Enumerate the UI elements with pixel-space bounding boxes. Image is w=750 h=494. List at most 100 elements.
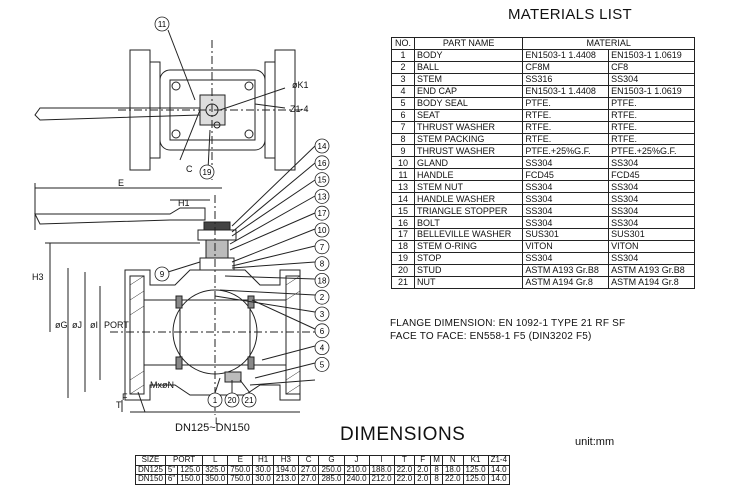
materials-cell-name: STEM PACKING	[413, 132, 524, 146]
materials-cell-name: GLAND	[413, 156, 524, 170]
materials-cell-material-1: SS316	[522, 72, 610, 86]
materials-cell-material-2: SS304	[608, 251, 695, 265]
dimension-label-c: C	[186, 164, 193, 174]
materials-cell-material-1: PTFE.+25%G.F.	[522, 144, 610, 158]
dimensions-cell: 8	[430, 464, 443, 475]
materials-cell-no: 14	[391, 192, 415, 206]
materials-cell-no: 17	[391, 228, 415, 241]
materials-cell-material-2: SUS301	[608, 228, 695, 241]
materials-cell-material-2: RTFE.	[608, 132, 695, 146]
dimensions-cell: 750.0	[227, 464, 254, 475]
materials-cell-name: THRUST WASHER	[413, 144, 524, 158]
dimensions-cell: 22.0	[393, 474, 416, 485]
dimensions-header-cell: M	[430, 455, 443, 466]
header-material: MATERIAL	[522, 37, 695, 50]
materials-cell-material-2: SS304	[608, 204, 695, 218]
balloon-right-label: 15	[318, 176, 327, 185]
dimension-label-mxn: MxøN	[150, 380, 174, 390]
balloon-bottom: 1	[207, 392, 223, 408]
balloon-right: 6	[314, 323, 330, 339]
materials-cell-material-1: VITON	[522, 239, 610, 253]
view-caption: DN125~DN150	[175, 422, 250, 434]
materials-cell-name: THRUST WASHER	[413, 120, 524, 134]
materials-cell-name: BODY SEAL	[413, 96, 524, 110]
balloon-right: 8	[314, 256, 330, 272]
materials-cell-material-1: FCD45	[522, 168, 610, 182]
materials-cell-material-2: CF8	[608, 60, 695, 74]
balloon-right-label: 14	[318, 142, 327, 151]
dimensions-cell: 125.0	[462, 474, 489, 485]
dimensions-cell: 30.0	[252, 474, 274, 485]
dimensions-header-cell: H1	[252, 455, 274, 466]
materials-cell-no: 9	[391, 144, 415, 158]
materials-cell-name: SEAT	[413, 108, 524, 122]
materials-cell-name: BOLT	[413, 216, 524, 229]
materials-cell-material-1: SUS301	[522, 228, 610, 241]
dimensions-cell: DN125	[135, 464, 166, 475]
materials-cell-no: 19	[391, 251, 415, 265]
dimensions-cell: 22.0	[393, 464, 416, 475]
balloon-right: 15	[314, 172, 330, 188]
dimensions-header-cell: E	[227, 455, 254, 466]
dimension-label-l: L	[215, 416, 220, 426]
materials-cell-material-2: VITON	[608, 239, 695, 253]
dimensions-cell: 2.0	[414, 464, 432, 475]
balloon-top-11-label: 11	[158, 20, 167, 29]
balloon-right: 18	[314, 272, 330, 288]
dimensions-header-cell: I	[368, 455, 395, 466]
materials-cell-material-1: RTFE.	[522, 132, 610, 146]
materials-cell-material-2: PTFE.	[608, 96, 695, 110]
dimensions-header-cell: Z1-4	[487, 455, 511, 466]
balloon-top-11: 11	[154, 16, 170, 32]
face-note: FACE TO FACE: EN558-1 F5 (DIN3202 F5)	[390, 331, 592, 342]
dimension-label-g: øG	[55, 320, 68, 330]
dimensions-header-cell: H3	[272, 455, 299, 466]
balloon-bottom: 20	[224, 392, 240, 408]
materials-cell-no: 18	[391, 239, 415, 253]
materials-cell-no: 5	[391, 96, 415, 110]
dimensions-header-cell: L	[202, 455, 229, 466]
dimensions-cell: 350.0	[202, 474, 229, 485]
materials-cell-name: HANDLE WASHER	[413, 192, 524, 206]
dimensions-cell: 240.0	[343, 474, 370, 485]
materials-cell-material-2: ASTM A194 Gr.8	[608, 275, 695, 289]
balloon-right-label: 3	[320, 310, 325, 319]
materials-cell-no: 2	[391, 60, 415, 74]
materials-cell-no: 7	[391, 120, 415, 134]
dimensions-cell: 22.0	[441, 474, 464, 485]
balloon-right-label: 17	[318, 209, 327, 218]
materials-cell-no: 10	[391, 156, 415, 170]
balloon-right: 5	[314, 356, 330, 372]
balloon-right: 17	[314, 205, 330, 221]
dimensions-cell: 213.0	[272, 474, 299, 485]
materials-header-row: NO. PART NAME MATERIAL	[391, 37, 695, 50]
dimension-label-e: E	[118, 178, 124, 188]
materials-cell-name: STUD	[413, 263, 524, 277]
dimensions-cell: 5"	[164, 464, 179, 475]
balloon-right: 2	[314, 289, 330, 305]
materials-cell-name: STEM O-RING	[413, 239, 524, 253]
balloon-top-19: 19	[199, 164, 215, 180]
materials-cell-material-1: SS304	[522, 192, 610, 206]
dimensions-cell: 212.0	[368, 474, 395, 485]
header-no: NO.	[391, 37, 415, 50]
header-part-name: PART NAME	[413, 37, 524, 50]
materials-cell-no: 16	[391, 216, 415, 229]
dimensions-cell: 8	[430, 474, 443, 485]
materials-cell-name: BELLEVILLE WASHER	[413, 228, 524, 241]
balloon-left-9: 9	[154, 266, 170, 282]
materials-cell-name: STEM	[413, 72, 524, 86]
top-view	[34, 29, 310, 180]
dimensions-header-cell: F	[414, 455, 432, 466]
